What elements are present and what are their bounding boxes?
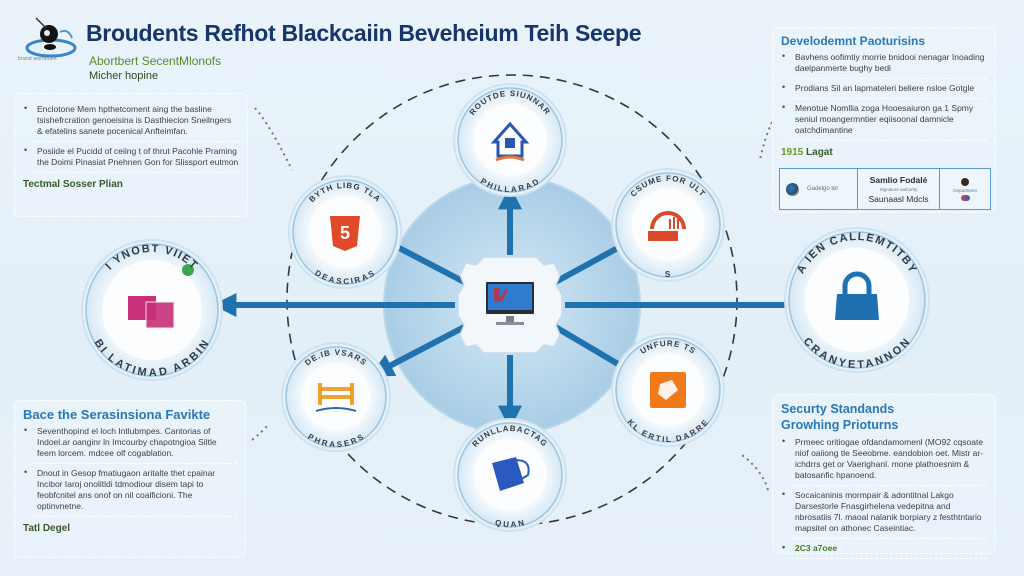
signoff-right-caption: Department bbox=[953, 187, 977, 193]
monitor-icon bbox=[486, 282, 534, 325]
panel-title-line-2: Growhing Prioturns bbox=[781, 418, 899, 432]
node-label-bottom: S bbox=[665, 270, 671, 279]
subtitle-line-2: Micher hopine bbox=[89, 70, 159, 82]
list-item: Prmeec oritiogae ofdandamomenl (MO92 cqs… bbox=[782, 433, 987, 486]
panel-footer: Tectmal Sosser Plian bbox=[23, 179, 123, 190]
pink-cards-icon bbox=[128, 264, 194, 329]
panel-title: Develodemnt Paoturisins bbox=[781, 34, 926, 48]
avatar-icon bbox=[961, 177, 969, 186]
list-item: Socaicaninis mormpair & adontitnal Lakgo… bbox=[782, 486, 987, 539]
svg-text:5: 5 bbox=[340, 223, 350, 243]
logo-caption: brand wordmark bbox=[18, 56, 57, 62]
list-item: Dnout in Gesop fmatiugaon aritalte thet … bbox=[24, 464, 237, 517]
info-panel-bottom-left: Bace the Serasinsiona Favikte Seventhopi… bbox=[14, 400, 246, 558]
info-panel-top-right: Develodemnt Paoturisins Bavhens oofimtiy… bbox=[772, 27, 996, 213]
signoff-name-2: Saunaasl Mdcls bbox=[868, 193, 929, 204]
connector-top-left bbox=[254, 107, 293, 171]
list-item: Bavhens oofimtiy morrie bnidooi nenagar … bbox=[782, 48, 987, 79]
signoff-table: Gadelgo ter Samlio Fodalé Signature auth… bbox=[779, 168, 991, 210]
list-item: Prodians Sil an lapmateleri beliere nslo… bbox=[782, 79, 987, 99]
seal-icon bbox=[786, 182, 799, 196]
connector-bottom-right bbox=[741, 454, 769, 491]
signoff-cell-right: Department bbox=[940, 169, 990, 209]
brand-logo-icon bbox=[25, 17, 77, 58]
outer-ring bbox=[286, 74, 738, 526]
connector-bottom-left bbox=[251, 424, 269, 441]
panel-footer: Tatl Degel bbox=[23, 523, 71, 534]
signoff-name: Samlio Fodalé bbox=[869, 174, 928, 185]
footer-text: Lagat bbox=[806, 147, 833, 158]
arrow-to-lower-left bbox=[369, 322, 470, 377]
house-lock-icon bbox=[490, 121, 530, 162]
subtitle-line-1: Abortbert SecentMlonofs bbox=[89, 54, 222, 68]
info-panel-top-left: Enclotone Mem hpthetcoment aing the basl… bbox=[14, 93, 248, 217]
list-item: Seventhopind el loch Intlubmpes. Cantori… bbox=[24, 422, 237, 464]
list-item: Posiide el Pucidd of ceiing t of thrut P… bbox=[24, 142, 239, 173]
html5-shield-icon: 5 bbox=[330, 216, 360, 251]
list-item: Menotue Nomllia zoga Hooesaiuron ga 1 Sp… bbox=[782, 99, 987, 141]
panel-title-line-1: Securty Standands bbox=[781, 402, 895, 416]
signoff-cell-left: Gadelgo ter bbox=[780, 169, 858, 209]
bridge-icon bbox=[315, 383, 357, 412]
panel-title: Bace the Serasinsiona Favikte bbox=[23, 407, 211, 422]
connector-top-right bbox=[759, 121, 773, 161]
blue-folder-icon bbox=[492, 457, 530, 491]
info-panel-bottom-right: Securty Standands Growhing Prioturns Prm… bbox=[772, 394, 996, 559]
footer-number: 1915 bbox=[781, 147, 804, 158]
signoff-cell-middle: Samlio Fodalé Signature authority Saunaa… bbox=[858, 169, 940, 209]
signoff-left-label: Gadelgo ter bbox=[807, 186, 839, 192]
list-item: 2C3 a7oee bbox=[782, 539, 987, 559]
orange-box-icon bbox=[650, 372, 686, 408]
list-item: Enclotone Mem hpthetcoment aing the basl… bbox=[24, 100, 239, 142]
signoff-caption: Signature authority bbox=[879, 186, 918, 192]
node-label-bottom: QUAN bbox=[494, 518, 526, 529]
flag-badge-icon bbox=[960, 194, 970, 201]
page-title: Broudents Refhot Blackcaiin Beveheium Te… bbox=[86, 20, 642, 46]
padlock-icon bbox=[835, 271, 879, 320]
node-core bbox=[632, 189, 704, 261]
panel-footer: 1915 Lagat bbox=[781, 141, 987, 158]
fingerprint-scanner-icon bbox=[648, 211, 686, 241]
